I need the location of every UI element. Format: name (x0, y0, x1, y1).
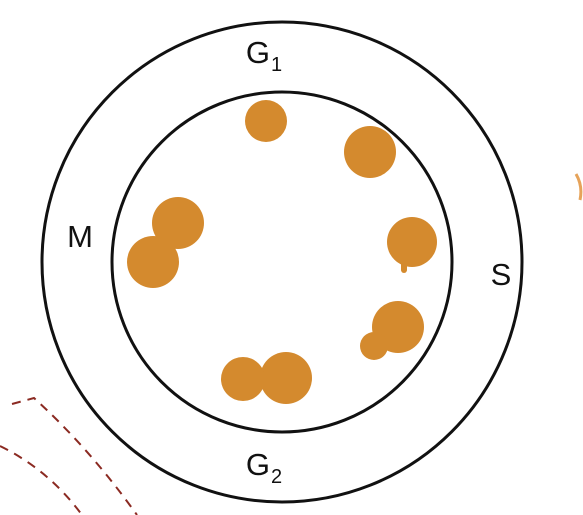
blob-top (245, 100, 287, 142)
blob-right-tail (401, 255, 407, 273)
inner-ring (110, 90, 454, 434)
blob-right (387, 217, 437, 267)
outer-ring (40, 20, 524, 504)
blob-upper-right (344, 126, 396, 178)
dashed-arc-inner (0, 445, 83, 515)
blob-left-upper (152, 197, 204, 249)
label-m: M (67, 219, 93, 254)
blob-bottom-left-lobe (221, 357, 265, 401)
blob-lower-right-small (360, 332, 388, 360)
blob-left-lower (127, 236, 179, 288)
orange-edge-mark (574, 173, 583, 201)
blob-bottom-right-lobe (260, 352, 312, 404)
label-g2: G2 (246, 447, 282, 488)
label-s: S (491, 257, 512, 292)
blob-group (127, 100, 437, 404)
dashed-arc-outer (11, 396, 138, 515)
label-g1: G1 (246, 35, 282, 76)
